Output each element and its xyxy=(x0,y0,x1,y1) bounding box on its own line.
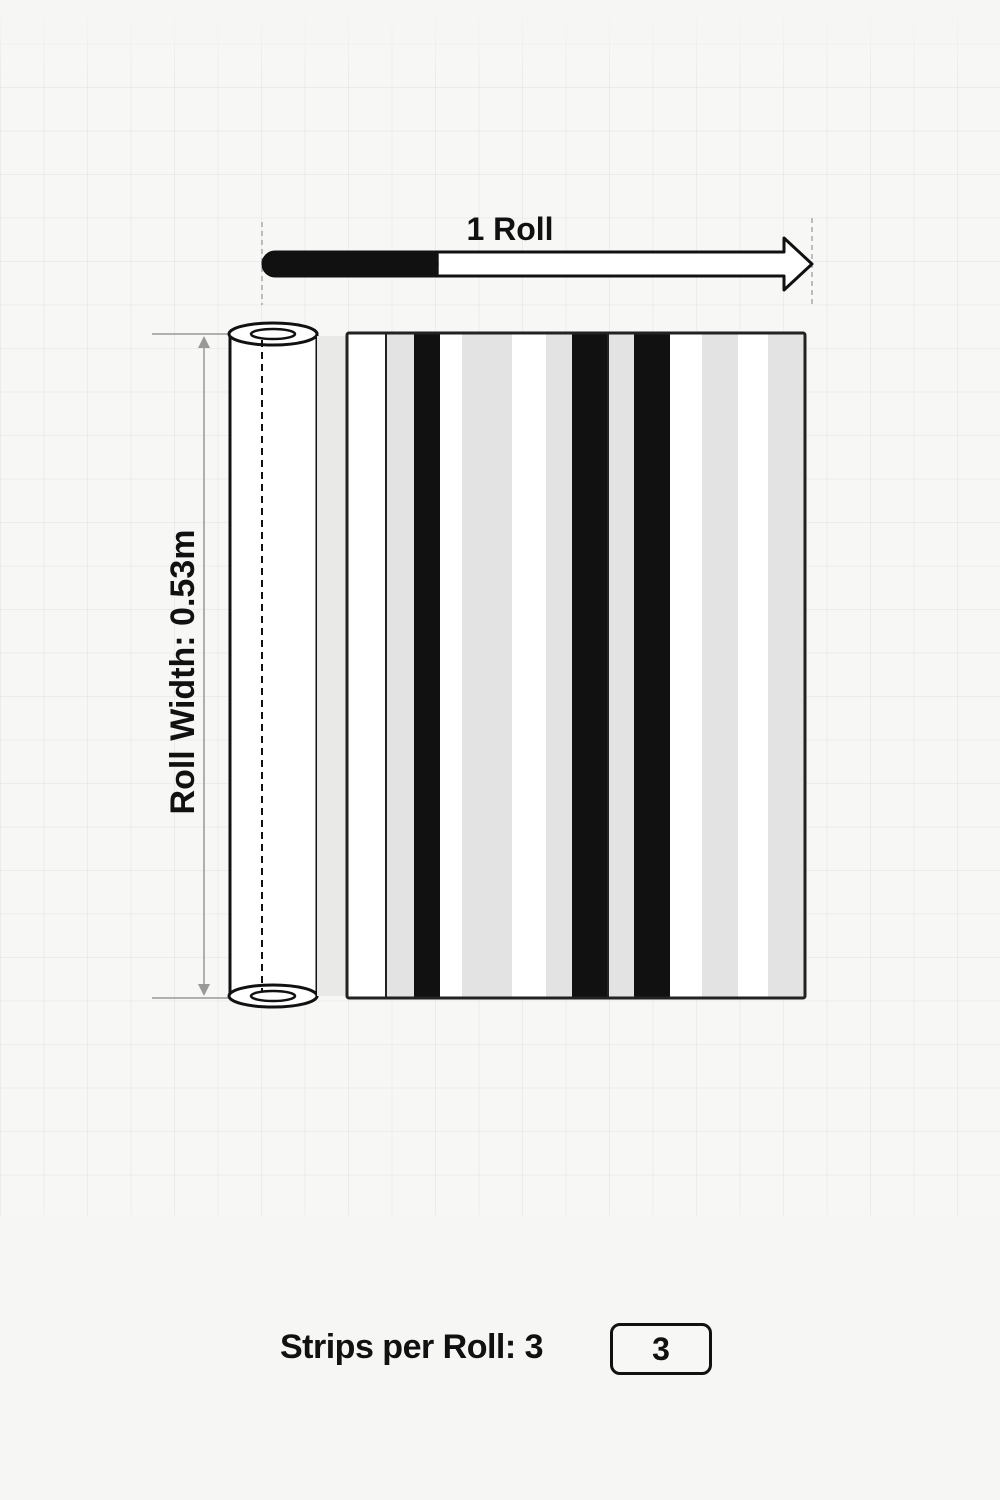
sheet-stripe-white xyxy=(347,333,386,998)
roll-width-label: Roll Width: 0.53m xyxy=(164,530,202,815)
sheet-stripe-white xyxy=(440,333,462,998)
sheet-stripe-black xyxy=(634,333,670,998)
roll-width-dimension: Roll Width: 0.53m xyxy=(152,333,228,999)
roll-length-progress-fill-edge xyxy=(280,252,439,276)
paper-shadow xyxy=(317,336,347,996)
rolled-paper-cylinder xyxy=(227,321,319,1009)
sheet-stripe-light-gray xyxy=(768,333,805,998)
cylinder-body xyxy=(228,332,319,998)
sheet-stripe-black xyxy=(572,333,608,998)
top-fade-band xyxy=(0,0,1000,78)
roll-length-label: 1 Roll xyxy=(466,211,553,247)
cylinder-top-core xyxy=(249,327,297,341)
sheet-stripe-light-gray xyxy=(702,333,738,998)
roll-length-indicator: 1 Roll xyxy=(261,211,814,305)
strips-per-roll-value-box: 3 xyxy=(610,1323,712,1375)
sheet-stripe-light-gray xyxy=(546,333,572,998)
strips-per-roll-label: Strips per Roll: 3 xyxy=(280,1328,544,1366)
sheet-stripe-light-gray xyxy=(462,333,512,998)
sheet-stripe-white xyxy=(738,333,768,998)
sheet-stripe-white xyxy=(512,333,546,998)
sheet-stripe-white xyxy=(670,333,702,998)
sheet-stripe-black xyxy=(414,333,440,998)
sheet-outline xyxy=(345,331,807,1000)
sheet-stripe-light-gray xyxy=(608,333,634,998)
unrolled-striped-sheet xyxy=(345,331,807,1000)
cylinder-bottom-core xyxy=(249,989,297,1003)
bottom-panel xyxy=(0,1215,1000,1500)
sheet-stripe-light-gray xyxy=(386,333,414,998)
